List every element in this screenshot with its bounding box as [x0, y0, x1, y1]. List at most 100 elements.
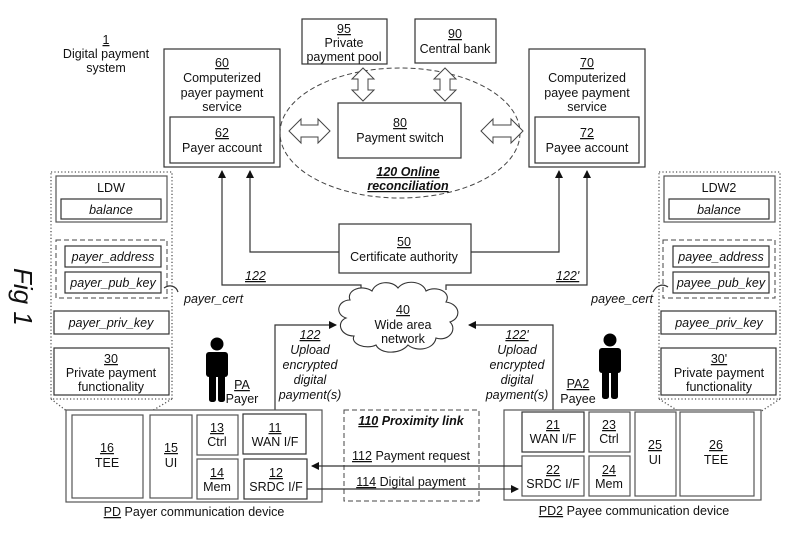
wallet-balance: balance — [89, 203, 133, 217]
payee-cert-link-label: 122' — [556, 269, 580, 283]
svg-text:payer payment: payer payment — [181, 86, 264, 100]
payment-switch: 80 Payment switch — [337, 102, 462, 159]
svg-text:70: 70 — [580, 56, 594, 70]
svg-text:TEE: TEE — [95, 456, 119, 470]
system-label: 1 Digital payment system — [63, 33, 150, 75]
svg-text:15: 15 — [164, 441, 178, 455]
svg-text:Computerized: Computerized — [183, 71, 261, 85]
certificate-authority: 50 Certificate authority — [338, 223, 472, 274]
svg-text:22: 22 — [546, 463, 560, 477]
svg-text:payment(s): payment(s) — [485, 388, 549, 402]
payee-payment-service: 70 Computerized payee payment service 72… — [528, 48, 646, 168]
payer-cert-pointer — [163, 285, 179, 293]
svg-text:72: 72 — [580, 126, 594, 140]
payee-upload-link — [468, 321, 554, 444]
cloud-icon — [338, 281, 459, 353]
online-reconciliation-label: 120 Online reconciliation — [367, 165, 449, 193]
svg-text:Private: Private — [325, 36, 364, 50]
svg-text:network: network — [381, 332, 426, 346]
svg-text:110 Proximity link: 110 Proximity link — [358, 414, 464, 428]
svg-text:Central bank: Central bank — [420, 42, 492, 56]
svg-text:system: system — [86, 61, 126, 75]
payer-code: PA — [234, 378, 250, 392]
svg-text:Ctrl: Ctrl — [599, 432, 618, 446]
svg-text:SRDC I/F: SRDC I/F — [526, 477, 580, 491]
svg-text:digital: digital — [294, 373, 328, 387]
payee-priv-key: payee_priv_key — [674, 316, 763, 330]
svg-text:UI: UI — [165, 456, 178, 470]
svg-text:service: service — [202, 100, 242, 114]
svg-text:Payer account: Payer account — [182, 141, 262, 155]
svg-text:Wide area: Wide area — [375, 318, 432, 332]
payer-person-icon — [206, 337, 228, 402]
svg-text:Certificate authority: Certificate authority — [350, 250, 458, 264]
proximity-link: 110 Proximity link 112 Payment request 1… — [343, 409, 480, 502]
payer-pub-key: payer_pub_key — [69, 276, 156, 290]
payer-communication-device: 16 TEE 15 UI 13 Ctrl 14 Mem 11 WAN I/F 1… — [65, 409, 323, 519]
svg-text:Upload: Upload — [497, 343, 538, 357]
svg-text:payment pool: payment pool — [306, 50, 381, 64]
payer-cert-label: payer_cert — [183, 292, 244, 306]
payee-cert-pointer — [652, 284, 669, 293]
wide-area-network: 40 Wide area network — [338, 281, 459, 353]
svg-text:12: 12 — [269, 466, 283, 480]
payer-address: payer_address — [71, 250, 155, 264]
central-bank: 90 Central bank — [414, 18, 497, 64]
svg-text:80: 80 — [393, 116, 407, 130]
payee-code: PA2 — [567, 377, 590, 391]
svg-text:30': 30' — [711, 352, 727, 366]
svg-text:21: 21 — [546, 418, 560, 432]
payee-cert-label: payee_cert — [590, 292, 653, 306]
svg-text:Payee account: Payee account — [546, 141, 629, 155]
wallet-balance: balance — [697, 203, 741, 217]
svg-text:Digital payment: Digital payment — [63, 47, 150, 61]
figure-label: Fig 1 — [8, 268, 38, 326]
wallet-title: LDW2 — [702, 181, 737, 195]
double-arrow-icon — [350, 67, 376, 102]
svg-text:13: 13 — [210, 421, 224, 435]
svg-text:Private payment: Private payment — [66, 366, 157, 380]
double-arrow-icon — [480, 117, 524, 145]
double-arrow-icon — [432, 67, 458, 102]
svg-text:114 Digital payment: 114 Digital payment — [356, 475, 466, 489]
payer-upload-link — [274, 321, 337, 444]
svg-text:WAN I/F: WAN I/F — [530, 432, 577, 446]
svg-text:14: 14 — [210, 466, 224, 480]
svg-text:payee payment: payee payment — [544, 86, 630, 100]
payer-wallet: LDW balance payer_address payer_pub_key … — [50, 171, 173, 400]
payee-communication-device: 21 WAN I/F 22 SRDC I/F 23 Ctrl 24 Mem 25… — [503, 409, 762, 518]
svg-text:service: service — [567, 100, 607, 114]
svg-text:16: 16 — [100, 441, 114, 455]
svg-text:reconciliation: reconciliation — [367, 179, 449, 193]
svg-text:SRDC I/F: SRDC I/F — [249, 480, 303, 494]
svg-text:1: 1 — [103, 33, 110, 47]
svg-text:90: 90 — [448, 27, 462, 41]
payee-wallet: LDW2 balance payee_address payee_pub_key… — [658, 171, 781, 400]
svg-text:functionality: functionality — [78, 380, 145, 394]
svg-text:122': 122' — [505, 328, 529, 342]
ca-to-payee-account-link — [471, 170, 563, 253]
svg-text:TEE: TEE — [704, 453, 728, 467]
payer-payment-service: 60 Computerized payer payment service 62… — [163, 48, 281, 168]
svg-text:122: 122 — [300, 328, 321, 342]
svg-text:Upload: Upload — [290, 343, 331, 357]
svg-text:95: 95 — [337, 22, 351, 36]
payee-device-caption: PD2 Payee communication device — [539, 504, 729, 518]
payee-tee-projection — [759, 398, 781, 413]
double-arrow-icon — [288, 117, 331, 145]
wallet-title: LDW — [97, 181, 125, 195]
payee-upload-label: 122' Upload encrypted digital payment(s) — [485, 328, 549, 402]
svg-text:functionality: functionality — [686, 380, 753, 394]
svg-text:24: 24 — [602, 463, 616, 477]
svg-text:25: 25 — [648, 438, 662, 452]
svg-text:112 Payment request: 112 Payment request — [352, 449, 470, 463]
svg-text:Private payment: Private payment — [674, 366, 765, 380]
payee-address: payee_address — [677, 250, 763, 264]
svg-text:62: 62 — [215, 126, 229, 140]
svg-text:encrypted: encrypted — [283, 358, 339, 372]
svg-text:WAN I/F: WAN I/F — [252, 435, 299, 449]
payer-account: 62 Payer account — [169, 116, 275, 164]
payer-upload-label: 122 Upload encrypted digital payment(s) — [278, 328, 342, 402]
svg-text:26: 26 — [709, 438, 723, 452]
payer-cert-link-label: 122 — [245, 269, 266, 283]
